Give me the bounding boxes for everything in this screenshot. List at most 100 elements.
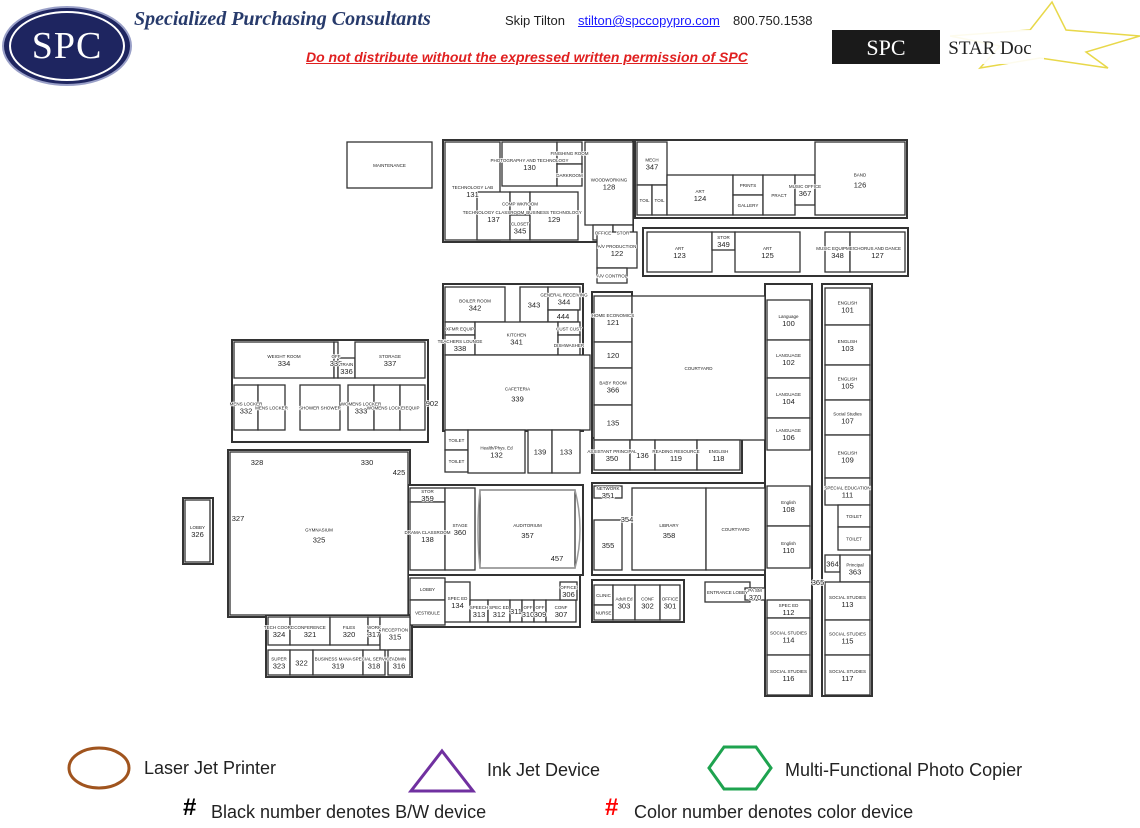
room-n425: 425 — [392, 467, 406, 478]
legend-copier-label: Multi-Functional Photo Copier — [785, 760, 1023, 780]
room-number: 120 — [607, 351, 620, 360]
room-label: AUDITORIUM — [513, 523, 542, 528]
room-label: English — [781, 541, 796, 546]
room-outline — [824, 231, 851, 273]
room-number: 302 — [641, 602, 654, 611]
room-label: OFF — [536, 605, 545, 610]
room-label: SOCIAL STUDIES — [829, 669, 866, 674]
room-number: 349 — [717, 240, 730, 249]
room-number: 367 — [799, 189, 812, 198]
contact-email-link[interactable]: stilton@spccopypro.com — [578, 13, 720, 28]
room-label: MECH — [645, 158, 658, 163]
room-number: 363 — [849, 568, 862, 577]
room-number: 354 — [621, 515, 634, 524]
room-shower: SHOWER SHOWER — [298, 405, 342, 412]
room-number: 110 — [783, 546, 795, 555]
room-xfmr: XFMR EQUIP — [445, 326, 475, 333]
room-number: 334 — [278, 359, 291, 368]
room-court2: COURTYARD — [721, 526, 751, 533]
room-label: Language — [778, 314, 799, 319]
room-label: Health/Phys. Ed — [480, 446, 513, 451]
room-outline — [766, 654, 811, 696]
room-outline — [476, 191, 511, 241]
spc-logo: SPC — [2, 6, 132, 86]
room-outline — [444, 354, 591, 431]
room-dish: DISHWASHER — [553, 342, 586, 349]
room-outline — [646, 231, 713, 273]
bw-symbol: # — [183, 794, 197, 821]
room-number: 129 — [548, 215, 561, 224]
room-outline — [444, 286, 506, 323]
room-toil1: TOIL — [639, 197, 651, 204]
room-stor1: STOR — [616, 230, 631, 237]
legend-color-label: Color number denotes color device — [634, 802, 914, 822]
room-outline — [584, 141, 634, 226]
room-label: WOODWORKING — [591, 178, 628, 183]
room-toil2: TOIL — [654, 197, 666, 204]
room-number: 322 — [295, 659, 308, 668]
room-number: 902 — [426, 399, 439, 408]
room-clinic: CLINIC — [595, 592, 612, 599]
room-label: RECEPTION — [382, 628, 408, 633]
room-outline — [766, 485, 811, 527]
room-r322: 322 — [294, 658, 308, 669]
room-label: READING RESOURCE — [652, 449, 699, 454]
room-wl2: WOMENS LOCKER — [366, 405, 409, 412]
room-number: 131 — [466, 190, 479, 199]
room-number: 360 — [454, 528, 467, 537]
room-label: ENGLISH — [838, 339, 858, 344]
copier-icon — [707, 745, 773, 791]
auditorium-seating-outline — [477, 489, 581, 569]
room-number: 139 — [534, 448, 547, 457]
room-label: CAFETERIA — [505, 387, 530, 392]
distribution-warning: Do not distribute without the expressed … — [306, 49, 748, 65]
room-label: PRINTS — [740, 183, 757, 188]
room-number: 457 — [551, 554, 564, 563]
room-toilet2: TOILET — [448, 458, 466, 465]
room-number: 135 — [607, 419, 620, 428]
room-number: 347 — [646, 163, 659, 172]
room-label: STOR — [617, 231, 630, 236]
room-number: 324 — [273, 630, 286, 639]
room-number: 366 — [607, 386, 620, 395]
room-label: SHOWER SHOWER — [299, 406, 342, 411]
room-label: FILES — [343, 625, 356, 630]
room-number: 319 — [332, 662, 345, 671]
room-label: LIBRARY — [659, 523, 678, 528]
room-label: OFFICE — [595, 231, 612, 236]
room-toilet1: TOILET — [448, 437, 466, 444]
room-vest: VESTIBULE — [414, 610, 440, 617]
room-number: 348 — [831, 251, 844, 260]
room-number: 351 — [602, 491, 615, 500]
room-number: 320 — [343, 630, 356, 639]
room-label: TRAIN — [340, 362, 354, 367]
room-label: OFF — [524, 605, 533, 610]
room-label: TECHNOLOGY CLASSROOM — [463, 210, 525, 215]
room-outline — [824, 364, 871, 401]
